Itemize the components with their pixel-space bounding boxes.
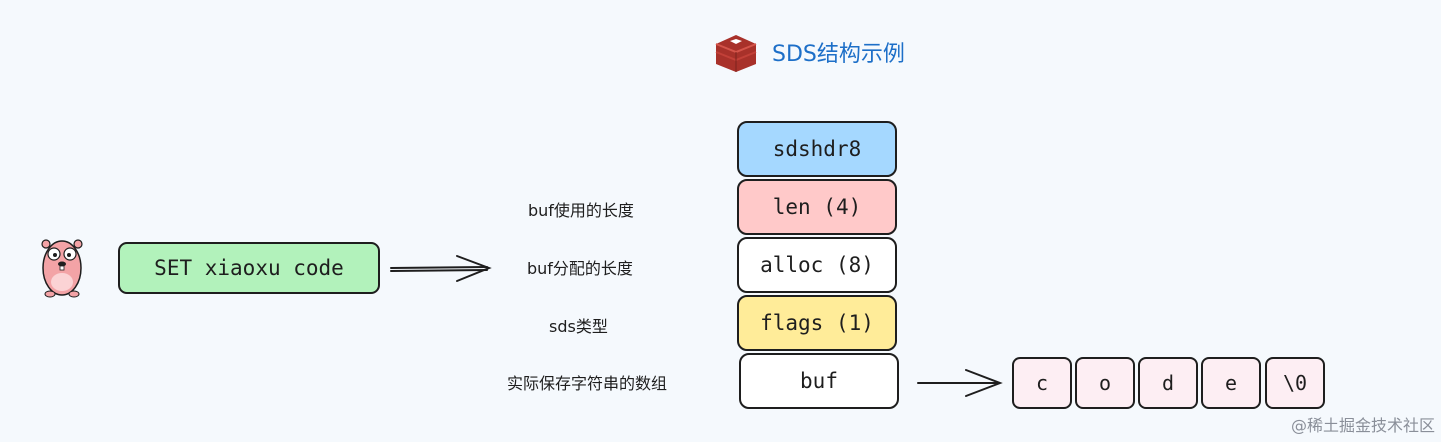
arrow-right-icon bbox=[390, 255, 492, 282]
arrow-right-icon bbox=[917, 369, 1003, 397]
alloc-label: buf分配的长度 bbox=[527, 259, 633, 278]
buf-char-cell: o bbox=[1075, 357, 1135, 409]
buf-label: 实际保存字符串的数组 bbox=[507, 374, 668, 393]
redis-logo-icon bbox=[715, 35, 757, 72]
buf-char-cell: c bbox=[1012, 357, 1072, 409]
flags-label: sds类型 bbox=[549, 317, 608, 336]
diagram-title: SDS结构示例 bbox=[772, 42, 905, 67]
sds-alloc-box: alloc (8) bbox=[737, 237, 897, 293]
buf-char-cell: \0 bbox=[1265, 357, 1325, 409]
sds-len-box: len (4) bbox=[737, 179, 897, 235]
gopher-mascot-icon bbox=[41, 239, 83, 298]
sds-buf-box: buf bbox=[739, 353, 899, 409]
sds-flags-box: flags (1) bbox=[737, 295, 897, 351]
len-label: buf使用的长度 bbox=[528, 201, 634, 220]
sds-header-box: sdshdr8 bbox=[737, 121, 897, 177]
watermark: @稀土掘金技术社区 bbox=[1290, 416, 1435, 435]
buf-char-cell: e bbox=[1201, 357, 1261, 409]
command-box: SET xiaoxu code bbox=[118, 242, 380, 294]
buf-char-cell: d bbox=[1138, 357, 1198, 409]
